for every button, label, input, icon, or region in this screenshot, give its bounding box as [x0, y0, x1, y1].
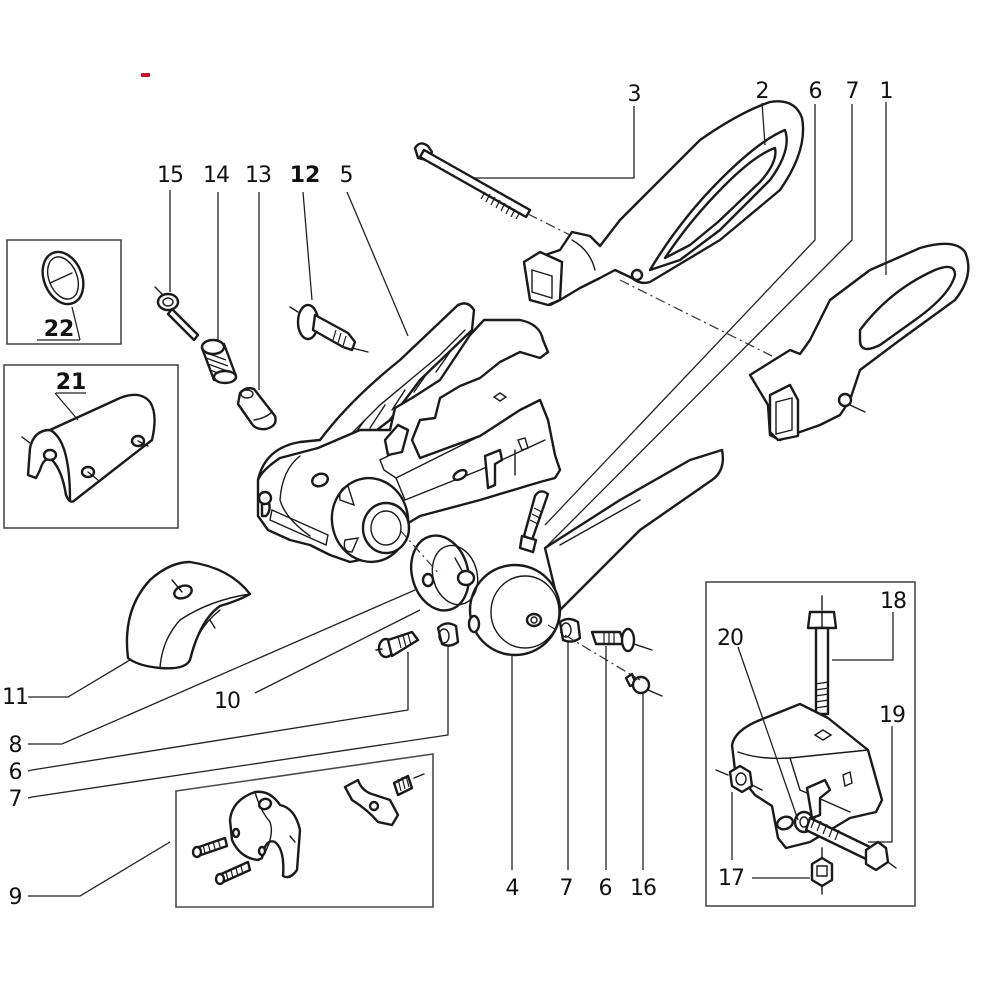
jaw-shoe-part[interactable] — [125, 560, 252, 670]
callout-18: 18 — [880, 589, 906, 614]
callout-12: 12 — [290, 163, 321, 188]
hex-bolt-horizontal-part[interactable] — [804, 816, 897, 872]
callout-2: 2 — [756, 79, 769, 104]
callout-16: 16 — [630, 876, 656, 901]
handle-ribbed-part[interactable] — [522, 100, 805, 307]
callout-1: 1 — [880, 79, 893, 104]
callout-3: 3 — [628, 82, 641, 107]
half-shell-part[interactable] — [21, 393, 156, 503]
pin-part[interactable] — [289, 303, 369, 353]
callout-10: 10 — [214, 689, 240, 714]
callout-7-top: 7 — [846, 79, 859, 104]
callout-6-left: 6 — [9, 760, 22, 785]
callout-11: 11 — [2, 685, 28, 710]
callout-7-bottom: 7 — [560, 876, 573, 901]
callout-22: 22 — [44, 317, 75, 342]
hex-bolt-vertical-part[interactable] — [806, 595, 838, 729]
callout-5: 5 — [340, 163, 353, 188]
callout-15: 15 — [157, 163, 183, 188]
ring-part[interactable] — [403, 529, 484, 617]
callout-8: 8 — [9, 733, 22, 758]
bushing-right-part[interactable] — [558, 617, 582, 643]
callout-20: 20 — [717, 626, 743, 651]
inset-box-bracket: 18 — [705, 581, 916, 907]
callout-19: 19 — [879, 703, 905, 728]
callout-4: 4 — [506, 876, 519, 901]
plunger-pin-part[interactable] — [154, 286, 200, 342]
callout-9: 9 — [9, 885, 22, 910]
bracket-part[interactable] — [730, 702, 884, 850]
bushing-left-part[interactable] — [436, 622, 460, 647]
callout-7-left: 7 — [9, 787, 22, 812]
callout-17-left: 17 — [718, 866, 744, 891]
callout-6-top: 6 — [809, 79, 822, 104]
nut-bottom-part[interactable] — [810, 847, 834, 895]
handle-loop-part[interactable] — [748, 242, 970, 442]
red-mark — [141, 73, 150, 77]
main-body-part[interactable] — [256, 302, 562, 568]
sleeve-part[interactable] — [236, 386, 277, 431]
jaw-insert-part[interactable] — [228, 790, 302, 879]
nut-left-part[interactable] — [715, 764, 763, 794]
inset-box-9 — [175, 753, 434, 908]
callout-21: 21 — [56, 370, 87, 395]
insert-screws[interactable] — [191, 836, 252, 886]
inset-box-21: 21 — [3, 364, 179, 529]
long-bolt-part[interactable] — [413, 142, 581, 241]
callout-14: 14 — [203, 163, 229, 188]
screw-left-part[interactable] — [375, 630, 420, 659]
inset-box-22: 22 — [6, 239, 122, 345]
clamp-plate-part[interactable] — [343, 773, 425, 827]
cutter-wheel-arm-part[interactable] — [467, 448, 725, 657]
callout-13: 13 — [245, 163, 271, 188]
small-screw-part[interactable] — [624, 672, 663, 697]
o-ring-part[interactable] — [35, 246, 90, 310]
callout-6-bottom: 6 — [599, 876, 612, 901]
spring-part[interactable] — [200, 338, 238, 385]
screw-right-part[interactable] — [590, 627, 653, 653]
